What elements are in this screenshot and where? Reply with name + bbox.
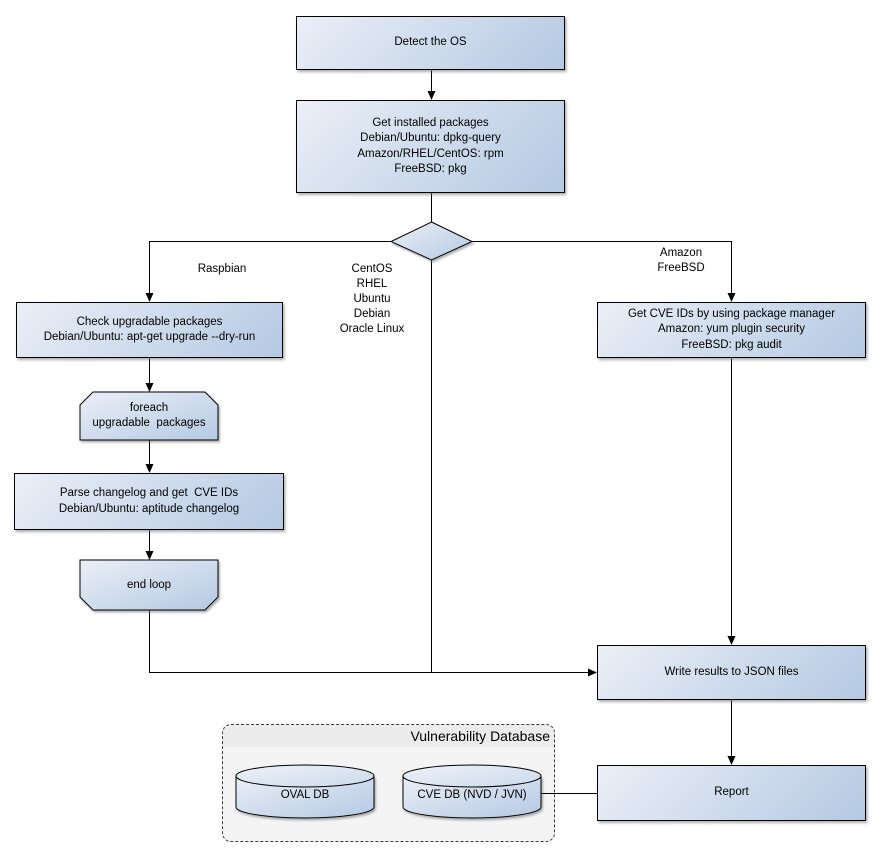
node-parse-changelog: Parse changelog and get CVE IDs Debian/U… [14, 473, 284, 530]
cve-db-cylinder [402, 764, 542, 819]
node-write-results: Write results to JSON files [597, 645, 866, 700]
arrowhead-into-endloop [145, 551, 154, 560]
decision-diamond [389, 221, 474, 261]
node-report: Report [597, 765, 866, 821]
arrowhead-into-parse [145, 464, 154, 473]
connector-decision-right-amazon [472, 241, 732, 293]
loop-start-foreach-shape [79, 391, 219, 441]
branch-label-raspbian: Raspbian [197, 263, 247, 275]
arrowhead-into-write-results-left [588, 668, 597, 677]
loop-end-shape [79, 559, 219, 611]
node-get-cve-ids: Get CVE IDs by using package manager Ama… [597, 302, 866, 358]
oval-db-cylinder-body [235, 776, 375, 819]
connector-endloop-to-write-results [149, 610, 588, 673]
branch-label-amazon-freebsd: Amazon FreeBSD [657, 247, 705, 274]
arrowhead-into-write-results-top [727, 636, 736, 645]
node-detect-os: Detect the OS [296, 16, 565, 70]
cve-db-cylinder-body [402, 776, 542, 819]
node-get-installed-packages: Get installed packages Debian/Ubuntu: dp… [296, 100, 565, 193]
vulnerability-database-title: Vulnerability Database [223, 725, 554, 747]
oval-db-cylinder-top [235, 764, 375, 788]
arrowhead-into-get-cve-ids [727, 293, 736, 302]
arrowhead-into-foreach [145, 383, 154, 392]
connector-decision-left-raspbian [149, 241, 392, 293]
arrowhead-into-packages [427, 91, 436, 100]
arrowhead-into-report [727, 756, 736, 765]
cve-db-cylinder-top [402, 764, 542, 788]
arrowhead-into-check-upgradable [145, 293, 154, 302]
node-check-upgradable-packages: Check upgradable packages Debian/Ubuntu:… [16, 302, 283, 358]
oval-db-cylinder [235, 764, 375, 819]
branch-label-centos-rhel-ubuntu-debian-oracle: CentOS RHEL Ubuntu Debian Oracle Linux [339, 263, 405, 335]
